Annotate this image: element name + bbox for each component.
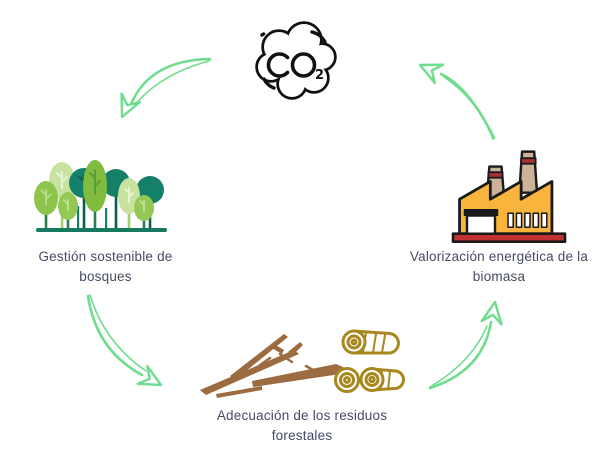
- residues-label: Adecuación de los residuos forestales: [196, 406, 408, 446]
- arrow-forest-to-residues: [86, 294, 163, 387]
- residues-label-line1: Adecuación de los residuos: [216, 408, 388, 423]
- forest-label-line1: Gestión sostenible de: [38, 249, 173, 264]
- forest-ground: [36, 228, 167, 232]
- biomass-factory-icon: [451, 150, 567, 243]
- letter-c: [266, 52, 290, 78]
- branches: [200, 334, 354, 398]
- energy-label: Valorización energética de la biomasa: [394, 247, 604, 287]
- forest-icon: [34, 160, 167, 232]
- arrow-co2-to-forest: [120, 57, 212, 119]
- energy-label-line2: biomasa: [472, 269, 526, 284]
- branches-and-logs-icon: [200, 329, 405, 398]
- factory-door: [465, 214, 497, 235]
- co2-subscript: 2: [315, 68, 324, 83]
- forest-label: Gestión sostenible de bosques: [8, 247, 203, 287]
- energy-label-line1: Valorización energética de la: [409, 249, 589, 264]
- log-pile: [334, 329, 405, 393]
- residues-label-line2: forestales: [271, 428, 333, 443]
- arrow-residues-to-energy: [428, 300, 503, 390]
- letter-o: [290, 52, 317, 78]
- co2-cloud-icon: 2: [255, 21, 337, 100]
- factory-base: [451, 232, 567, 243]
- forest-label-line2: bosques: [79, 269, 132, 284]
- arrow-energy-to-co2: [418, 63, 496, 140]
- factory-windows: [507, 212, 548, 228]
